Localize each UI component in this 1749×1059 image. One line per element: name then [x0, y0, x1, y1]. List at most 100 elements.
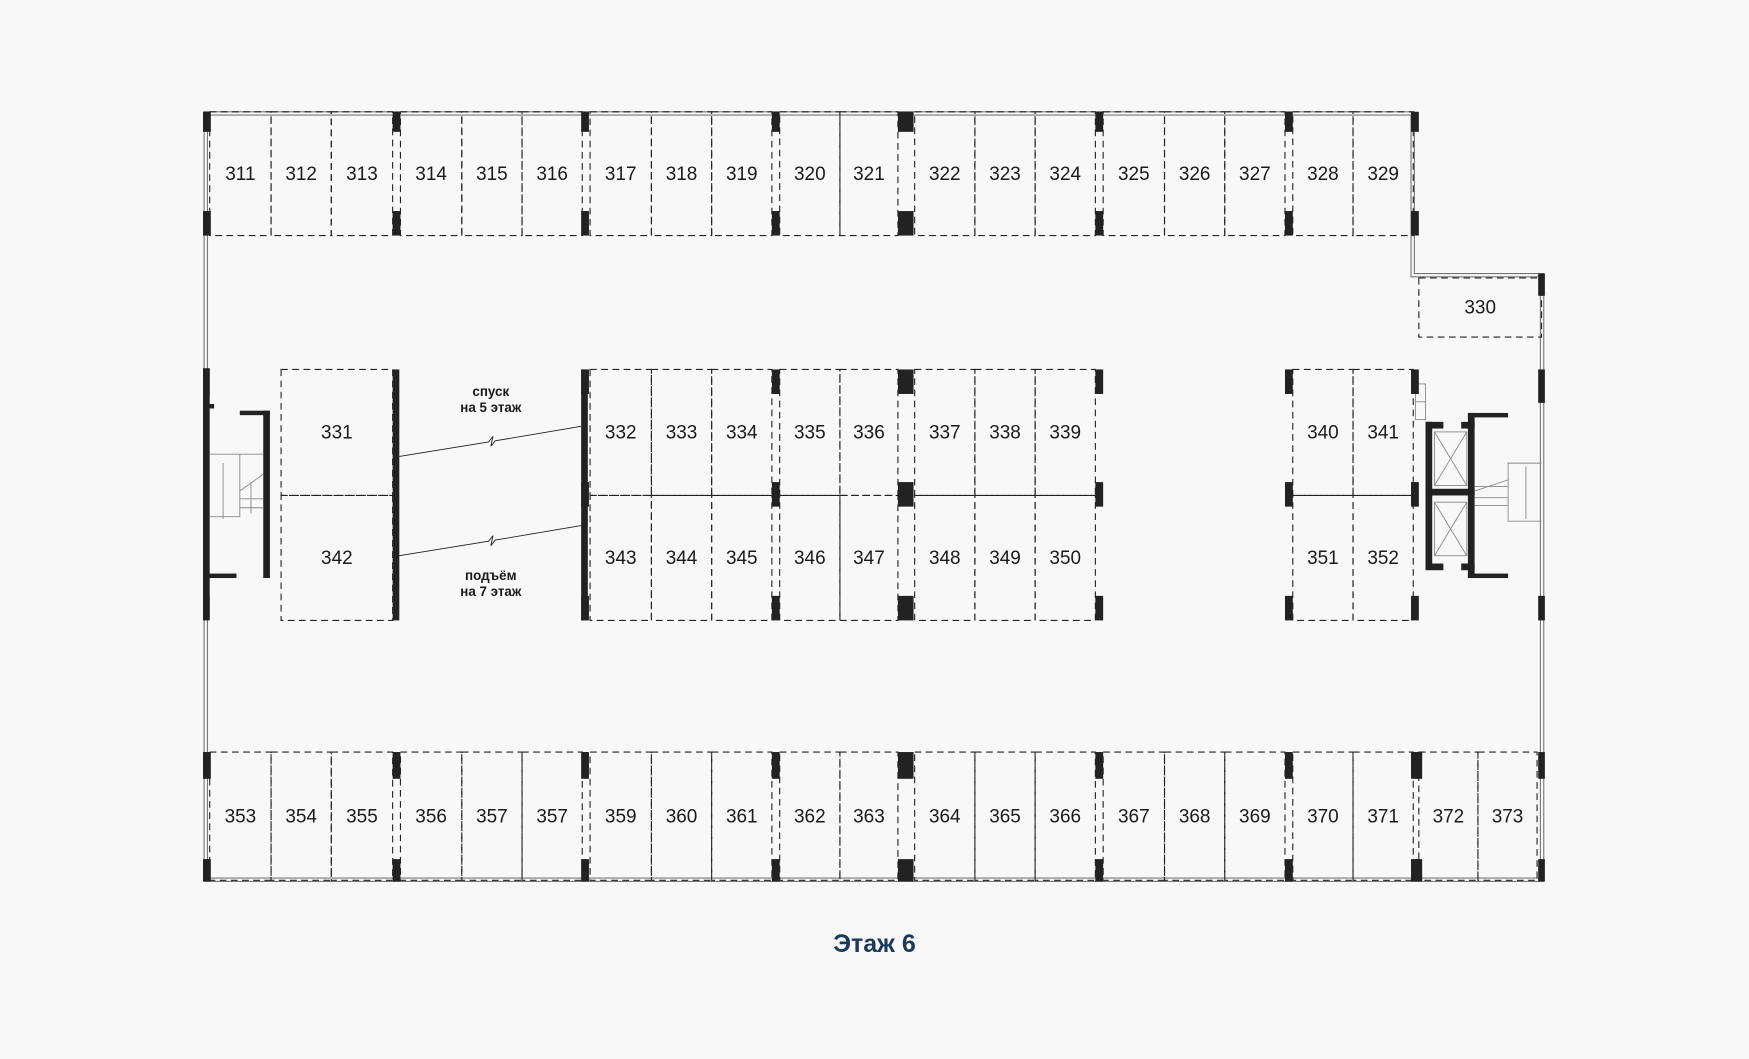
parking-spot-327[interactable]: 327 — [1224, 111, 1286, 237]
spot-outline[interactable] — [399, 751, 463, 881]
spot-outline[interactable] — [650, 368, 713, 497]
spot-outline[interactable] — [974, 751, 1036, 881]
parking-spot-339[interactable]: 339 — [1034, 368, 1096, 497]
spot-outline[interactable] — [1163, 751, 1226, 881]
parking-spot-330[interactable]: 330 — [1418, 277, 1543, 338]
parking-spot-350[interactable]: 350 — [1034, 494, 1096, 621]
spot-outline[interactable] — [1292, 111, 1354, 237]
parking-spot-352[interactable]: 352 — [1352, 494, 1414, 621]
parking-spot-320[interactable]: 320 — [779, 111, 841, 237]
spot-outline[interactable] — [270, 111, 332, 237]
parking-spot-331[interactable]: 331 — [280, 368, 394, 497]
spot-outline[interactable] — [521, 111, 583, 237]
parking-spot-335[interactable]: 335 — [779, 368, 841, 497]
spot-outline[interactable] — [711, 494, 773, 621]
parking-spot-348[interactable]: 348 — [914, 494, 976, 621]
parking-spot-342[interactable]: 342 — [280, 494, 394, 621]
spot-outline[interactable] — [839, 368, 899, 497]
spot-outline[interactable] — [1224, 751, 1286, 881]
spot-outline[interactable] — [1292, 751, 1354, 881]
parking-spot-317[interactable]: 317 — [589, 111, 652, 237]
spot-outline[interactable] — [209, 751, 272, 881]
parking-spot-365[interactable]: 365 — [974, 751, 1036, 881]
spot-outline[interactable] — [1292, 494, 1354, 621]
parking-spot-373[interactable]: 373 — [1477, 751, 1538, 881]
spot-outline[interactable] — [974, 111, 1036, 237]
parking-spot-314[interactable]: 314 — [399, 111, 463, 237]
spot-outline[interactable] — [711, 751, 773, 881]
parking-spot-361[interactable]: 361 — [711, 751, 773, 881]
spot-outline[interactable] — [974, 368, 1036, 497]
parking-spot-312[interactable]: 312 — [270, 111, 332, 237]
spot-outline[interactable] — [270, 751, 332, 881]
parking-spot-369[interactable]: 369 — [1224, 751, 1286, 881]
parking-spot-371[interactable]: 371 — [1352, 751, 1414, 881]
parking-spot-355[interactable]: 355 — [330, 751, 394, 881]
parking-spot-346[interactable]: 346 — [779, 494, 841, 621]
parking-spot-359[interactable]: 359 — [589, 751, 652, 881]
spot-outline[interactable] — [589, 368, 652, 497]
spot-outline[interactable] — [461, 751, 523, 881]
spot-outline[interactable] — [839, 494, 899, 621]
parking-spot-344[interactable]: 344 — [650, 494, 713, 621]
spot-outline[interactable] — [839, 751, 899, 881]
parking-spot-343[interactable]: 343 — [589, 494, 652, 621]
spot-outline[interactable] — [589, 111, 652, 237]
parking-spot-329[interactable]: 329 — [1352, 111, 1414, 237]
parking-spot-322[interactable]: 322 — [914, 111, 976, 237]
spot-outline[interactable] — [914, 751, 976, 881]
parking-spot-345[interactable]: 345 — [711, 494, 773, 621]
spot-outline[interactable] — [1352, 751, 1414, 881]
parking-spot-325[interactable]: 325 — [1102, 111, 1166, 237]
spot-outline[interactable] — [711, 111, 773, 237]
spot-outline[interactable] — [1102, 751, 1166, 881]
parking-spot-315[interactable]: 315 — [461, 111, 523, 237]
parking-spot-367[interactable]: 367 — [1102, 751, 1166, 881]
spot-outline[interactable] — [779, 368, 841, 497]
spot-outline[interactable] — [1418, 751, 1479, 881]
spot-outline[interactable] — [521, 751, 583, 881]
parking-spot-366[interactable]: 366 — [1034, 751, 1096, 881]
parking-spot-351[interactable]: 351 — [1292, 494, 1354, 621]
spot-outline[interactable] — [1477, 751, 1538, 881]
parking-spot-341[interactable]: 341 — [1352, 368, 1414, 497]
spot-outline[interactable] — [1102, 111, 1166, 237]
parking-spot-363[interactable]: 363 — [839, 751, 899, 881]
spot-outline[interactable] — [1352, 111, 1414, 237]
spot-outline[interactable] — [330, 751, 394, 881]
parking-spot-319[interactable]: 319 — [711, 111, 773, 237]
spot-outline[interactable] — [589, 494, 652, 621]
parking-spot-357[interactable]: 357 — [521, 751, 583, 881]
spot-outline[interactable] — [711, 368, 773, 497]
spot-outline[interactable] — [1034, 111, 1096, 237]
parking-spot-364[interactable]: 364 — [914, 751, 976, 881]
parking-spot-336[interactable]: 336 — [839, 368, 899, 497]
spot-outline[interactable] — [461, 111, 523, 237]
spot-outline[interactable] — [399, 111, 463, 237]
spot-outline[interactable] — [779, 494, 841, 621]
parking-spot-324[interactable]: 324 — [1034, 111, 1096, 237]
spot-outline[interactable] — [914, 368, 976, 497]
spot-outline[interactable] — [914, 494, 976, 621]
spot-outline[interactable] — [1163, 111, 1226, 237]
parking-spot-316[interactable]: 316 — [521, 111, 583, 237]
spot-outline[interactable] — [1292, 368, 1354, 497]
parking-spot-326[interactable]: 326 — [1163, 111, 1226, 237]
parking-spot-337[interactable]: 337 — [914, 368, 976, 497]
parking-spot-347[interactable]: 347 — [839, 494, 899, 621]
parking-spot-321[interactable]: 321 — [839, 111, 899, 237]
parking-spot-360[interactable]: 360 — [650, 751, 713, 881]
parking-spot-354[interactable]: 354 — [270, 751, 332, 881]
parking-spot-318[interactable]: 318 — [650, 111, 713, 237]
spot-outline[interactable] — [914, 111, 976, 237]
spot-outline[interactable] — [1352, 494, 1414, 621]
spot-outline[interactable] — [1224, 111, 1286, 237]
spot-outline[interactable] — [779, 751, 841, 881]
spot-outline[interactable] — [1034, 368, 1096, 497]
parking-spot-323[interactable]: 323 — [974, 111, 1036, 237]
parking-spot-311[interactable]: 311 — [209, 111, 272, 237]
spot-outline[interactable] — [280, 494, 394, 621]
parking-spot-328[interactable]: 328 — [1292, 111, 1354, 237]
spot-outline[interactable] — [1352, 368, 1414, 497]
parking-spot-349[interactable]: 349 — [974, 494, 1036, 621]
